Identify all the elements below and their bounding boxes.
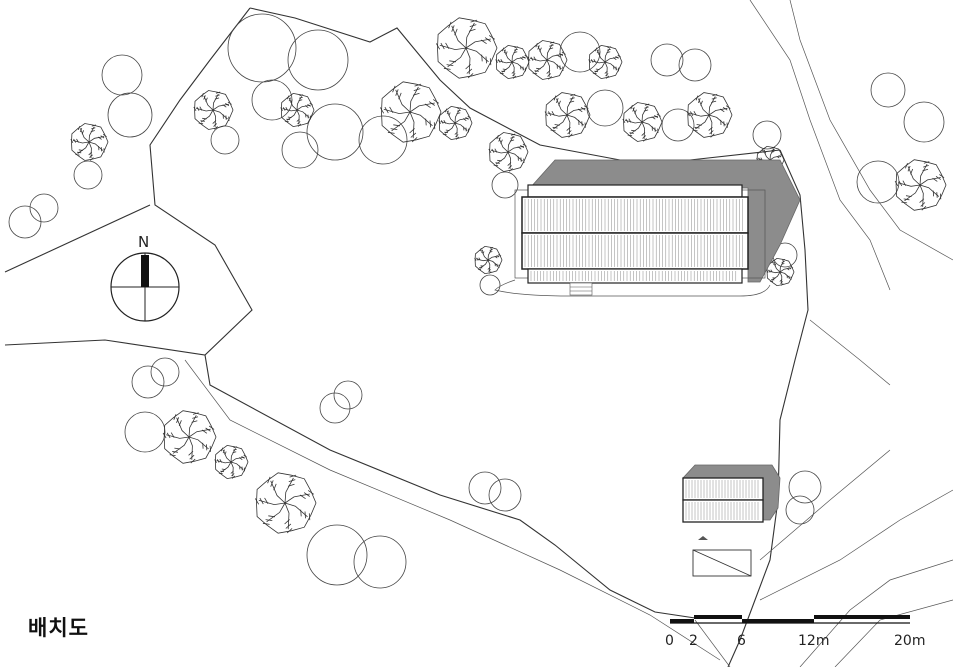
scale-label-20m: 20m xyxy=(894,633,925,649)
tree-icon xyxy=(488,132,529,172)
scale-label-12m: 12m xyxy=(798,633,829,649)
tree-icon xyxy=(588,44,623,80)
tree-icon xyxy=(544,92,591,138)
tree-icon xyxy=(254,472,317,534)
scale-label-0: 0 xyxy=(665,633,674,649)
tree-icon xyxy=(214,444,249,480)
tree-icon xyxy=(766,257,795,287)
tree-icon xyxy=(474,245,503,275)
tree-icon xyxy=(435,17,498,79)
terrain-lines xyxy=(4,7,809,667)
tree-icon xyxy=(894,159,947,211)
north-label: N xyxy=(138,233,149,251)
roof-seam-lines xyxy=(524,199,743,281)
tree-icon xyxy=(193,90,234,130)
tree-icon xyxy=(495,44,530,80)
tree-icon xyxy=(379,81,442,143)
roof-seam-lines xyxy=(685,480,759,520)
contour-lines xyxy=(184,0,953,667)
tree-icon xyxy=(162,410,217,464)
tree-icon xyxy=(686,92,733,138)
tree-icon xyxy=(280,92,315,128)
scale-bar: 0 2 6 12m 20m xyxy=(665,615,925,649)
tree-icon xyxy=(70,123,109,161)
tree-icon xyxy=(622,102,663,142)
main-building xyxy=(494,159,801,297)
annex-building xyxy=(682,464,781,577)
tree-icon xyxy=(438,105,473,141)
tree-crowns xyxy=(70,17,947,534)
north-arrow-icon: N xyxy=(110,233,180,322)
tree-icon xyxy=(527,40,568,80)
scale-label-6: 6 xyxy=(737,633,746,649)
drawing-title: 배치도 xyxy=(28,616,89,640)
tree-outlines xyxy=(8,13,945,589)
scale-label-2: 2 xyxy=(689,633,698,649)
